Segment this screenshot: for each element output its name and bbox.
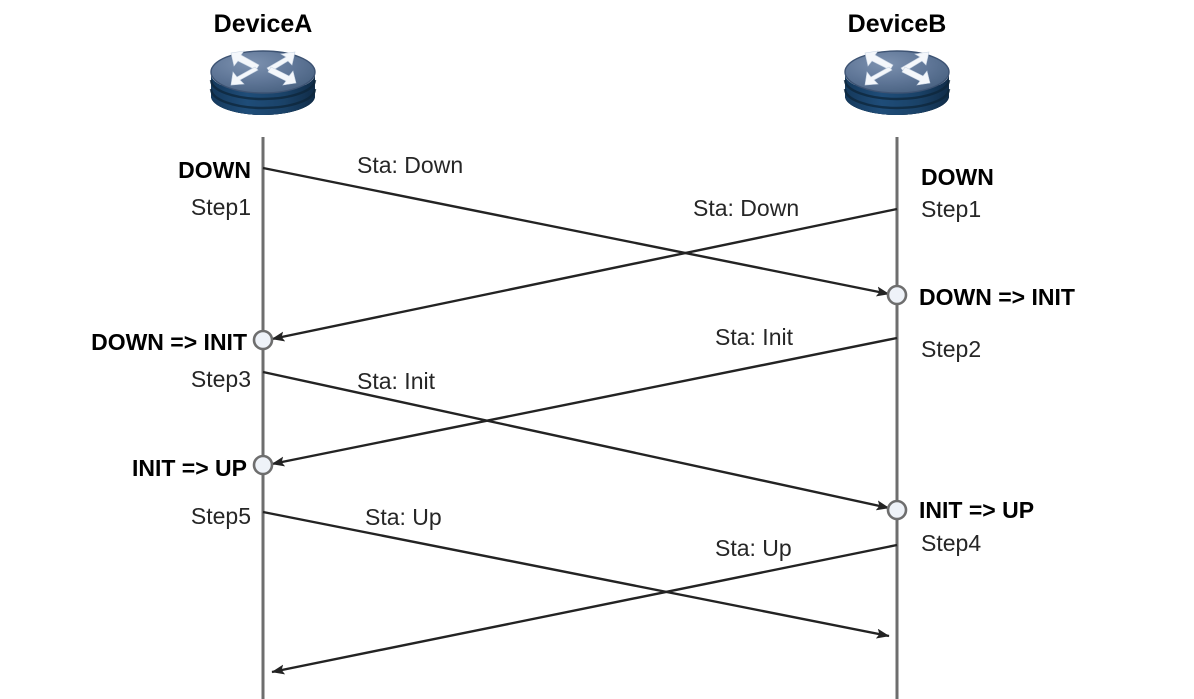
step-label-a-step3: Step3 <box>191 366 251 392</box>
message-arrow-sta-down-b-to-a <box>271 207 898 342</box>
step-label-b-step4: Step4 <box>921 530 981 556</box>
state-label-a-down-init: DOWN => INIT <box>91 329 247 355</box>
step-label-b-step1: Step1 <box>921 196 981 222</box>
device-b-group: DeviceB <box>843 10 951 699</box>
message-label-sta-down-b-to-a: Sta: Down <box>693 195 799 221</box>
state-label-b-down-init: DOWN => INIT <box>919 284 1075 310</box>
message-label-sta-up-a-to-b: Sta: Up <box>365 504 442 530</box>
message-label-sta-init-a-to-b: Sta: Init <box>357 368 436 394</box>
state-label-a-down: DOWN <box>178 157 251 183</box>
step-label-b-step2: Step2 <box>921 336 981 362</box>
state-label-b-init-up: INIT => UP <box>919 497 1034 523</box>
message-label-sta-init-b-to-a: Sta: Init <box>715 324 794 350</box>
message-label-sta-up-b-to-a: Sta: Up <box>715 535 792 561</box>
message-arrow-sta-init-b-to-a <box>271 336 898 467</box>
message-arrow-sta-up-a-to-b <box>262 510 890 639</box>
device-a-group: DeviceA <box>209 10 317 699</box>
event-dot-b-down-to-init <box>886 284 908 306</box>
step-label-a-step1: Step1 <box>191 194 251 220</box>
device-a-title: DeviceA <box>214 10 313 38</box>
event-dot-a-init-to-up <box>252 454 274 476</box>
state-label-b-down: DOWN <box>921 164 994 190</box>
step-label-a-step5: Step5 <box>191 503 251 529</box>
device-b-title: DeviceB <box>848 10 947 38</box>
router-icon <box>209 49 317 117</box>
message-arrow-sta-init-a-to-b <box>262 370 890 511</box>
state-label-a-init-up: INIT => UP <box>132 455 247 481</box>
message-arrow-sta-up-b-to-a <box>271 543 898 675</box>
event-dot-b-init-to-up <box>886 499 908 521</box>
event-dot-a-down-to-init <box>252 329 274 351</box>
router-icon <box>843 49 951 117</box>
message-arrow-sta-down-a-to-b <box>262 166 890 297</box>
message-label-sta-down-a-to-b: Sta: Down <box>357 152 463 178</box>
